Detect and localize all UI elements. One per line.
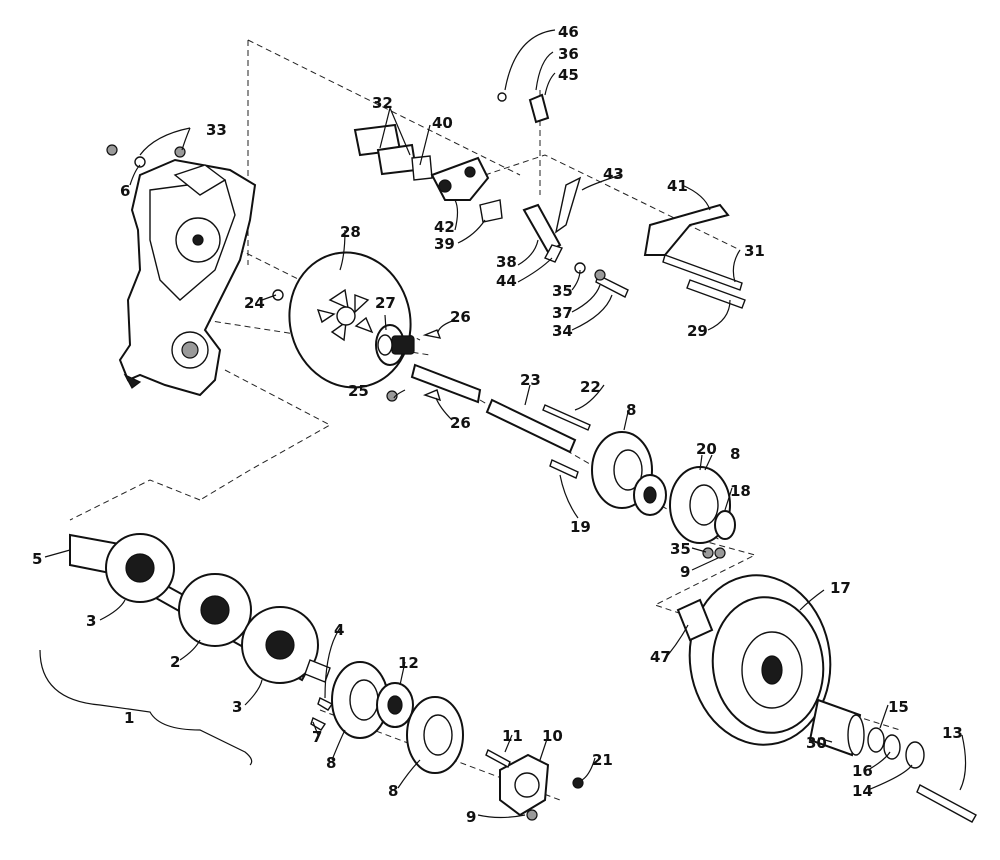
bearing-flange-upper [549,431,736,544]
callout-14: 14 [852,782,873,800]
callout-2: 2 [170,653,180,671]
callout-12: 12 [398,654,419,672]
callout-6: 6 [120,182,130,200]
callout-10: 10 [542,727,563,745]
callout-9: 9 [466,808,476,826]
support-bracket [643,203,730,256]
bearing-flange-lower [310,661,464,774]
callout-15: 15 [888,698,909,716]
pulley-washers [867,727,925,769]
mount-bracket [353,123,433,181]
callout-20: 20 [696,440,717,458]
drive-axle [69,533,331,684]
callout-13: 13 [942,724,963,742]
callout-31: 31 [744,242,765,260]
callout-44: 44 [496,272,517,290]
callout-19: 19 [570,518,591,536]
callout-27: 27 [375,294,396,312]
callout-25: 25 [348,382,369,400]
callout-4: 4 [334,621,344,639]
callout-43: 43 [603,165,624,183]
callout-17: 17 [830,579,851,597]
callout-39: 39 [434,235,455,253]
callout-29: 29 [687,322,708,340]
driven-pulley [676,574,832,746]
callout-26: 26 [450,308,471,326]
callout-24: 24 [244,294,265,312]
callout-38: 38 [496,253,517,271]
drive-disc [288,251,412,389]
callout-5: 5 [32,550,42,568]
callout-8: 8 [730,445,740,463]
brake-lever [522,93,582,263]
callout-37: 37 [552,304,573,322]
jackshaft [410,329,591,454]
callout-22: 22 [580,378,601,396]
bearing-cap [485,749,584,817]
callout-47: 47 [650,648,671,666]
callout-3: 3 [232,698,242,716]
callout-labels: 46 36 45 33 32 40 6 43 41 28 42 39 38 44… [32,23,963,826]
callout-8: 8 [626,401,636,419]
callout-33: 33 [206,121,227,139]
chaincase-housing [118,158,257,397]
brake-caliper [430,156,503,223]
hub [375,324,415,366]
callout-35: 35 [670,540,691,558]
callout-40: 40 [432,114,453,132]
callout-45: 45 [558,66,579,84]
callout-41: 41 [667,177,688,195]
callout-11: 11 [502,727,523,745]
callout-8: 8 [326,754,336,772]
assembly-brace [39,649,253,766]
callout-35: 35 [552,282,573,300]
callout-18: 18 [730,482,751,500]
callout-9: 9 [680,563,690,581]
leader-lines [44,29,967,819]
callout-28: 28 [340,223,361,241]
callout-36: 36 [558,45,579,63]
callout-34: 34 [552,322,573,340]
callout-26: 26 [450,414,471,432]
callout-46: 46 [558,23,579,41]
callout-32: 32 [372,94,393,112]
callout-8: 8 [388,782,398,800]
callout-3: 3 [86,612,96,630]
callout-1: 1 [124,709,134,727]
callout-42: 42 [434,218,455,236]
callout-7: 7 [312,728,322,746]
callout-16: 16 [852,762,873,780]
callout-30: 30 [806,734,827,752]
callout-21: 21 [592,751,613,769]
sleeve [808,698,865,757]
callout-23: 23 [520,371,541,389]
